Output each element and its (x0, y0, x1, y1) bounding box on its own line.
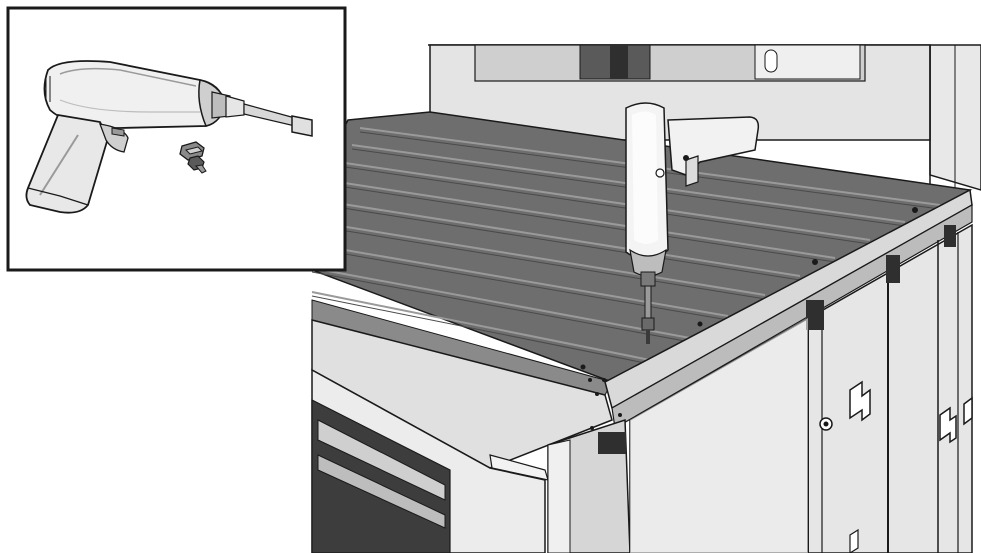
inset-detail (6, 6, 347, 272)
screwdriver-in-use-icon (625, 102, 760, 344)
side-wall (629, 223, 973, 553)
main-scene (311, 44, 981, 553)
corner-post (547, 418, 631, 553)
door-handle-icon (849, 380, 973, 444)
cordless-screwdriver-icon (25, 60, 313, 214)
cabinet-left (311, 368, 546, 553)
self-drilling-screw-icon (179, 141, 207, 174)
front-edge-trim (580, 188, 973, 429)
